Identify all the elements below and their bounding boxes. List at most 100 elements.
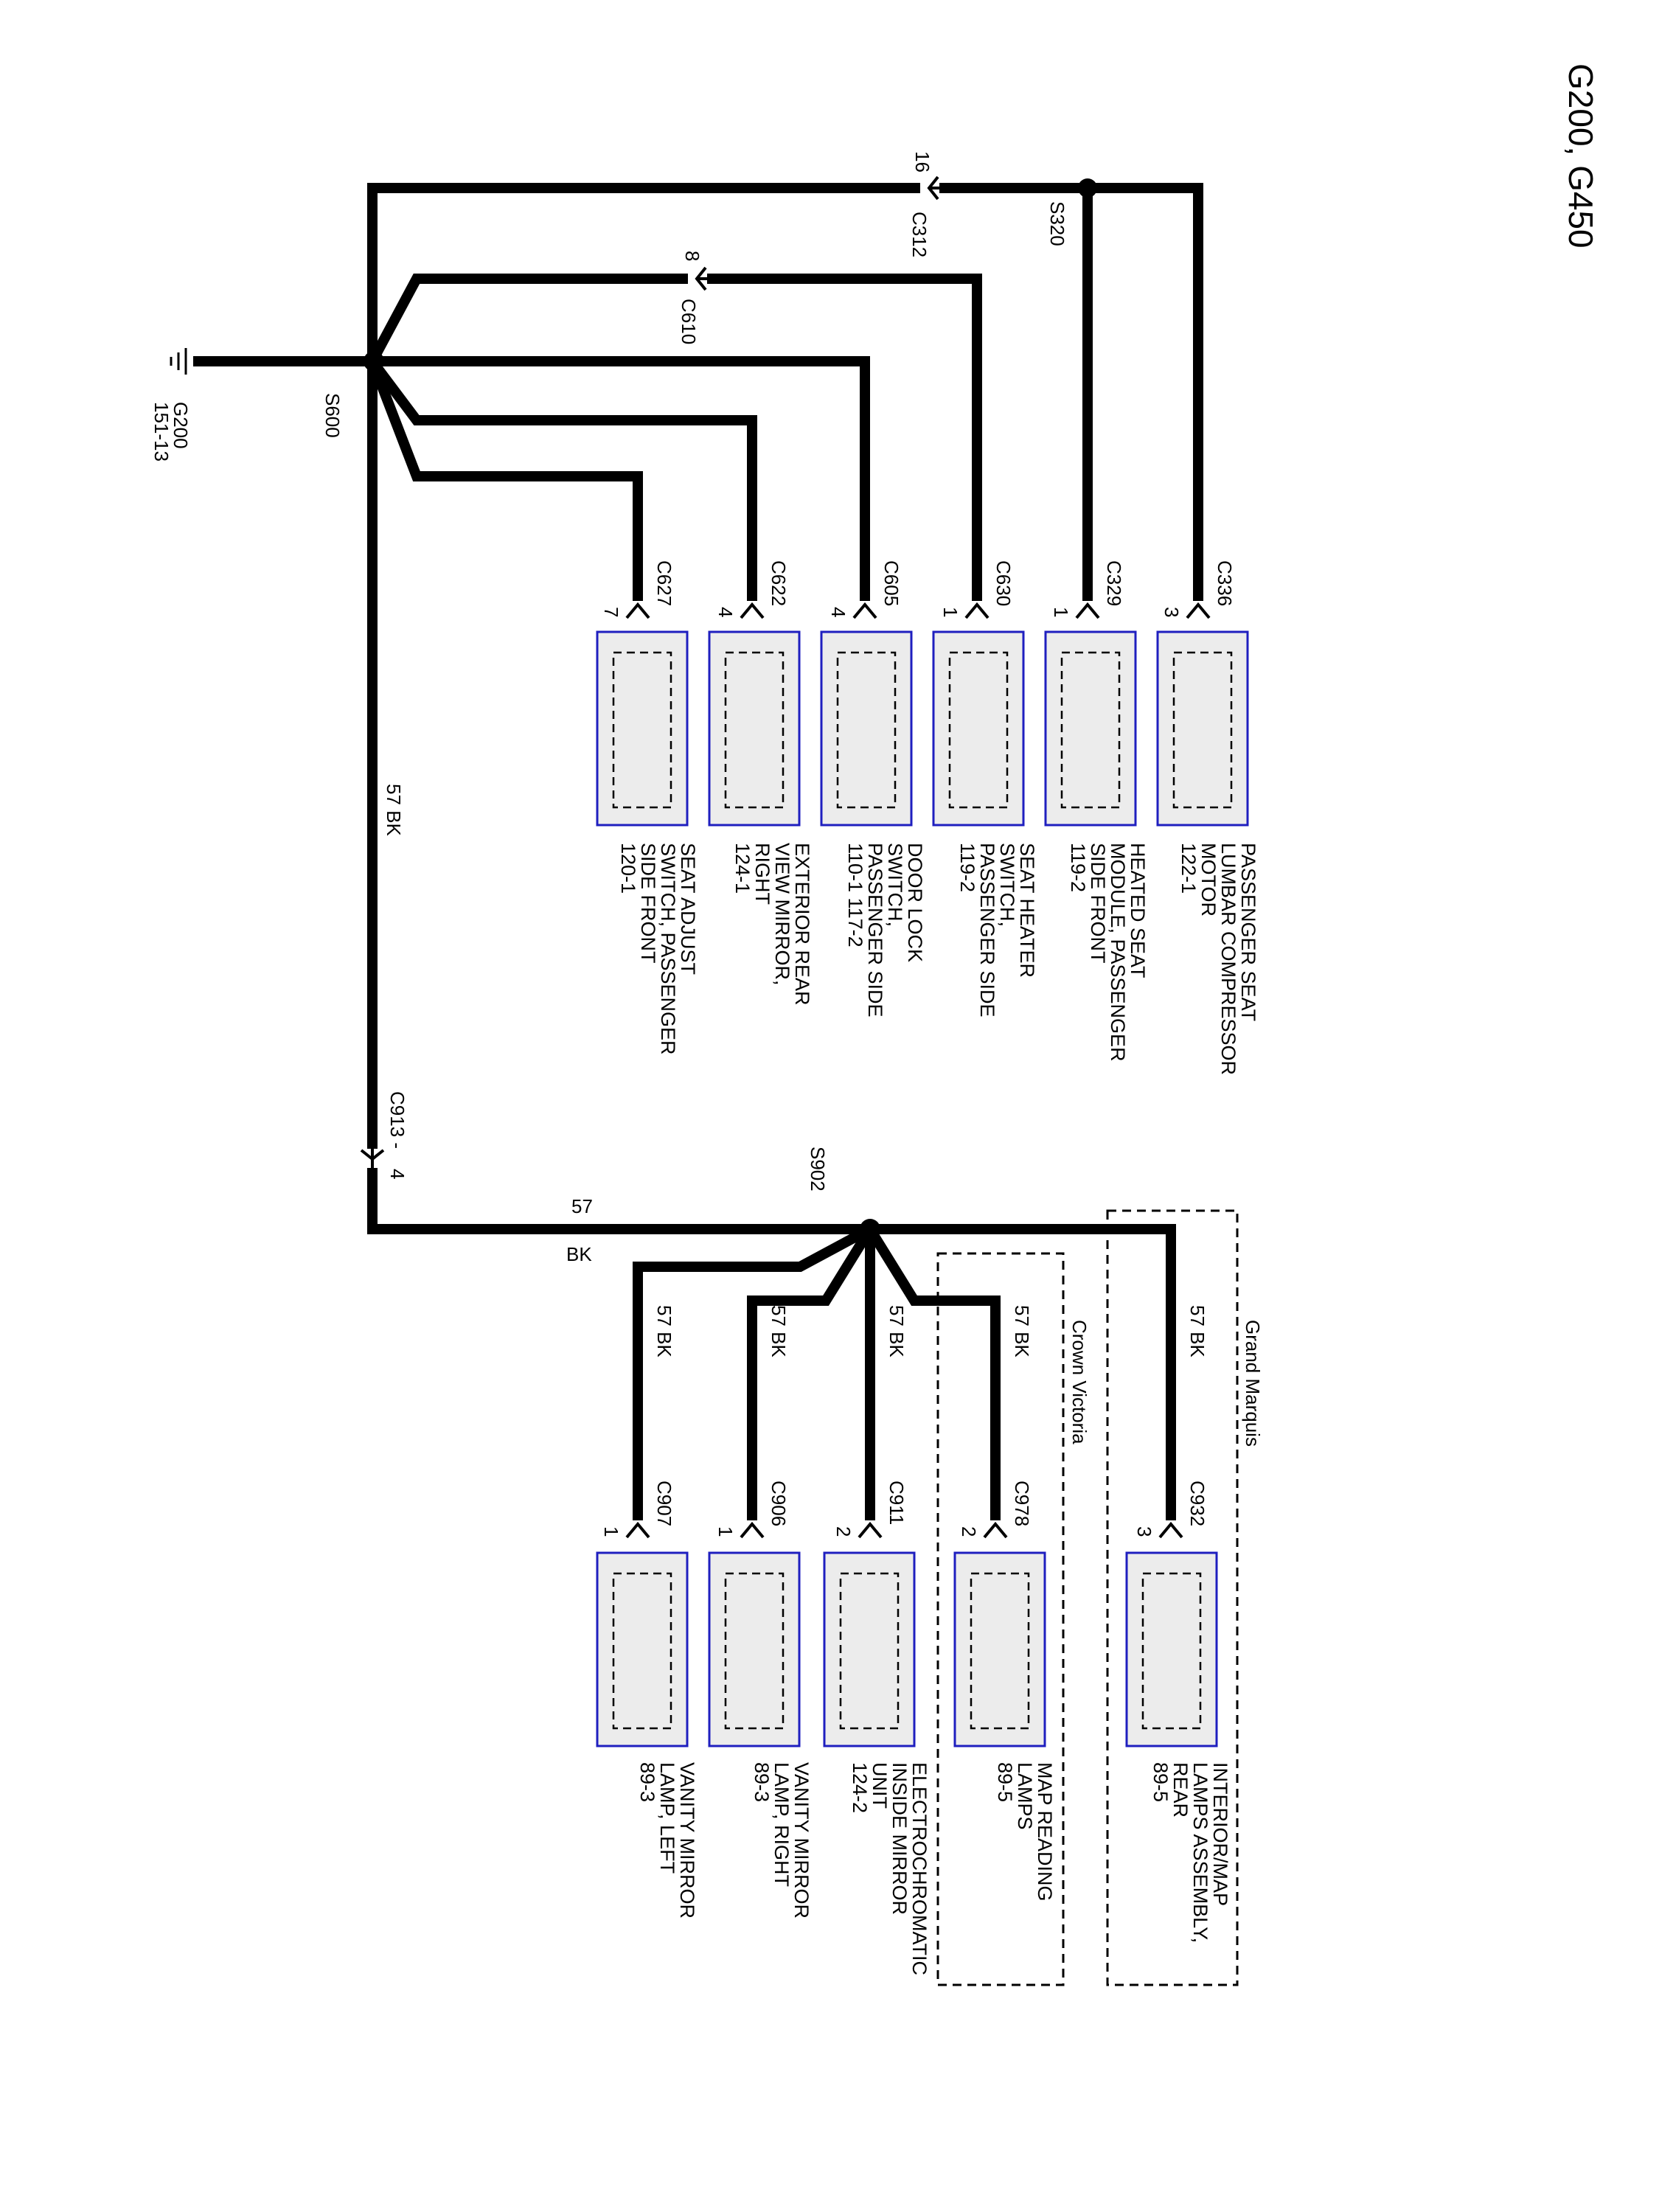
connector-label-c329: C329 (1103, 560, 1125, 606)
connector-label-c907: C907 (653, 1481, 675, 1526)
component-name-line: SIDE FRONT (1087, 843, 1109, 964)
main-circuit-label: 57 (571, 1195, 593, 1217)
component-box-c630 (932, 630, 1025, 827)
component-name-line: SWITCH, (996, 843, 1018, 927)
region-grand-marquis-label: Grand Marquis (1242, 1320, 1264, 1447)
component-inner-c911 (839, 1572, 900, 1730)
component-name-line: MOTOR (1197, 843, 1220, 917)
component-name-line: VANITY MIRROR (790, 1762, 813, 1919)
component-inner-c336 (1172, 651, 1233, 809)
main-wire-label: 57 BK (383, 784, 405, 836)
component-name-line: MODULE, PASSENGER (1107, 843, 1129, 1062)
wire-c907 (633, 1224, 873, 1520)
component-name-line: PASSENGER SEAT (1237, 843, 1259, 1021)
wire-label-c906: 57 BK (768, 1305, 790, 1357)
component-name-line: LAMPS (1014, 1762, 1036, 1830)
component-box-c336 (1156, 630, 1249, 827)
wire-label-c911: 57 BK (886, 1305, 908, 1357)
component-name-line: 89-3 (751, 1762, 773, 1802)
c312-name-label: C312 (908, 212, 931, 257)
component-name-line: LAMPS ASSEMBLY, (1189, 1762, 1211, 1943)
component-name-line: 89-5 (1150, 1762, 1172, 1802)
splice-s902-dot (860, 1219, 880, 1239)
component-name-line: LAMP, LEFT (656, 1762, 678, 1874)
component-name-line: LAMP, RIGHT (771, 1762, 793, 1887)
pin-label-c906: 1 (714, 1526, 737, 1537)
connector-label-c336: C336 (1214, 560, 1236, 606)
c610-pin-label: 8 (681, 251, 703, 261)
connector-label-c906: C906 (768, 1481, 790, 1526)
component-name-line: VANITY MIRROR (676, 1762, 698, 1919)
pin-label-c336: 3 (1161, 607, 1183, 617)
wire-c932 (870, 1224, 1176, 1520)
wire-c605 (372, 356, 870, 601)
connector-label-c932: C932 (1186, 1481, 1208, 1526)
pin-label-c907: 1 (600, 1526, 622, 1537)
component-box-c911 (823, 1551, 916, 1747)
component-inner-c622 (724, 651, 785, 809)
wire-label-c907: 57 BK (653, 1305, 675, 1357)
splice-s600-dot (364, 351, 384, 372)
wire-c622 (368, 358, 757, 601)
connector-label-c630: C630 (992, 560, 1015, 606)
ground-ref-label: 151-13 (150, 402, 173, 462)
connector-label-c622: C622 (768, 560, 790, 606)
upper-connector-chevrons (625, 602, 1211, 619)
component-name-line: 110-1 117-2 (844, 843, 866, 947)
component-box-c906 (708, 1551, 801, 1747)
component-box-c932 (1125, 1551, 1218, 1747)
component-name-line: SEAT ADJUST (677, 843, 699, 975)
component-name-line: 124-1 (731, 843, 754, 894)
c610-connector-symbol (688, 266, 717, 291)
component-inner-c627 (612, 651, 672, 809)
component-name-line: MAP READING (1034, 1762, 1056, 1902)
connector-label-c627: C627 (653, 560, 675, 606)
ground-name-label: G200 (170, 402, 192, 449)
component-box-c605 (820, 630, 913, 827)
pin-label-c978: 2 (958, 1526, 980, 1537)
component-inner-c329 (1060, 651, 1121, 809)
component-name-line: SEAT HEATER (1016, 843, 1038, 978)
component-name-line: SWITCH, (884, 843, 906, 927)
component-name-line: 89-5 (994, 1762, 1016, 1802)
pin-label-c911: 2 (832, 1526, 855, 1537)
component-name-line: 89-3 (636, 1762, 658, 1802)
component-name-line: SWITCH, PASSENGER (657, 843, 679, 1055)
c610-name-label: C610 (678, 299, 700, 344)
component-name-line: PASSENGER SIDE (976, 843, 998, 1018)
connector-label-c605: C605 (880, 560, 902, 606)
pin-label-c627: 7 (600, 607, 622, 617)
c913-pin-label: 4 (386, 1169, 408, 1179)
wire-main-trunk (367, 359, 870, 1234)
region-grand-marquis (1106, 1209, 1239, 1986)
component-inner-c978 (970, 1572, 1030, 1730)
component-name-line: 120-1 (617, 843, 639, 894)
component-inner-c605 (836, 651, 897, 809)
component-name-line: 119-2 (1067, 843, 1089, 892)
splice-s600-label: S600 (321, 393, 344, 438)
main-color-label: BK (566, 1243, 592, 1265)
connector-label-c911: C911 (886, 1481, 908, 1525)
component-box-c622 (708, 630, 801, 827)
component-inner-c906 (724, 1572, 785, 1730)
region-crown-victoria-label: Crown Victoria (1068, 1320, 1091, 1444)
component-name-line: RIGHT (751, 843, 773, 905)
wire-to-s320 (367, 183, 1203, 601)
component-name-line: 119-2 (956, 843, 978, 892)
splice-s320-dot (1078, 178, 1097, 198)
component-name-line: PASSENGER SIDE (864, 843, 886, 1018)
component-name-line: ELECTROCHROMATIC (908, 1762, 931, 1975)
region-crown-victoria (936, 1252, 1065, 1986)
component-name-line: INSIDE MIRROR (888, 1762, 911, 1915)
wire-label-c978: 57 BK (1011, 1305, 1033, 1357)
component-name-line: REAR (1169, 1762, 1192, 1818)
c312-pin-label: 16 (911, 151, 933, 173)
splice-s320-label: S320 (1046, 201, 1068, 246)
c913-name-label: C913 - (386, 1091, 408, 1149)
wire-c627 (367, 359, 643, 601)
splice-s902-label: S902 (807, 1147, 829, 1192)
component-inner-c932 (1141, 1572, 1202, 1730)
